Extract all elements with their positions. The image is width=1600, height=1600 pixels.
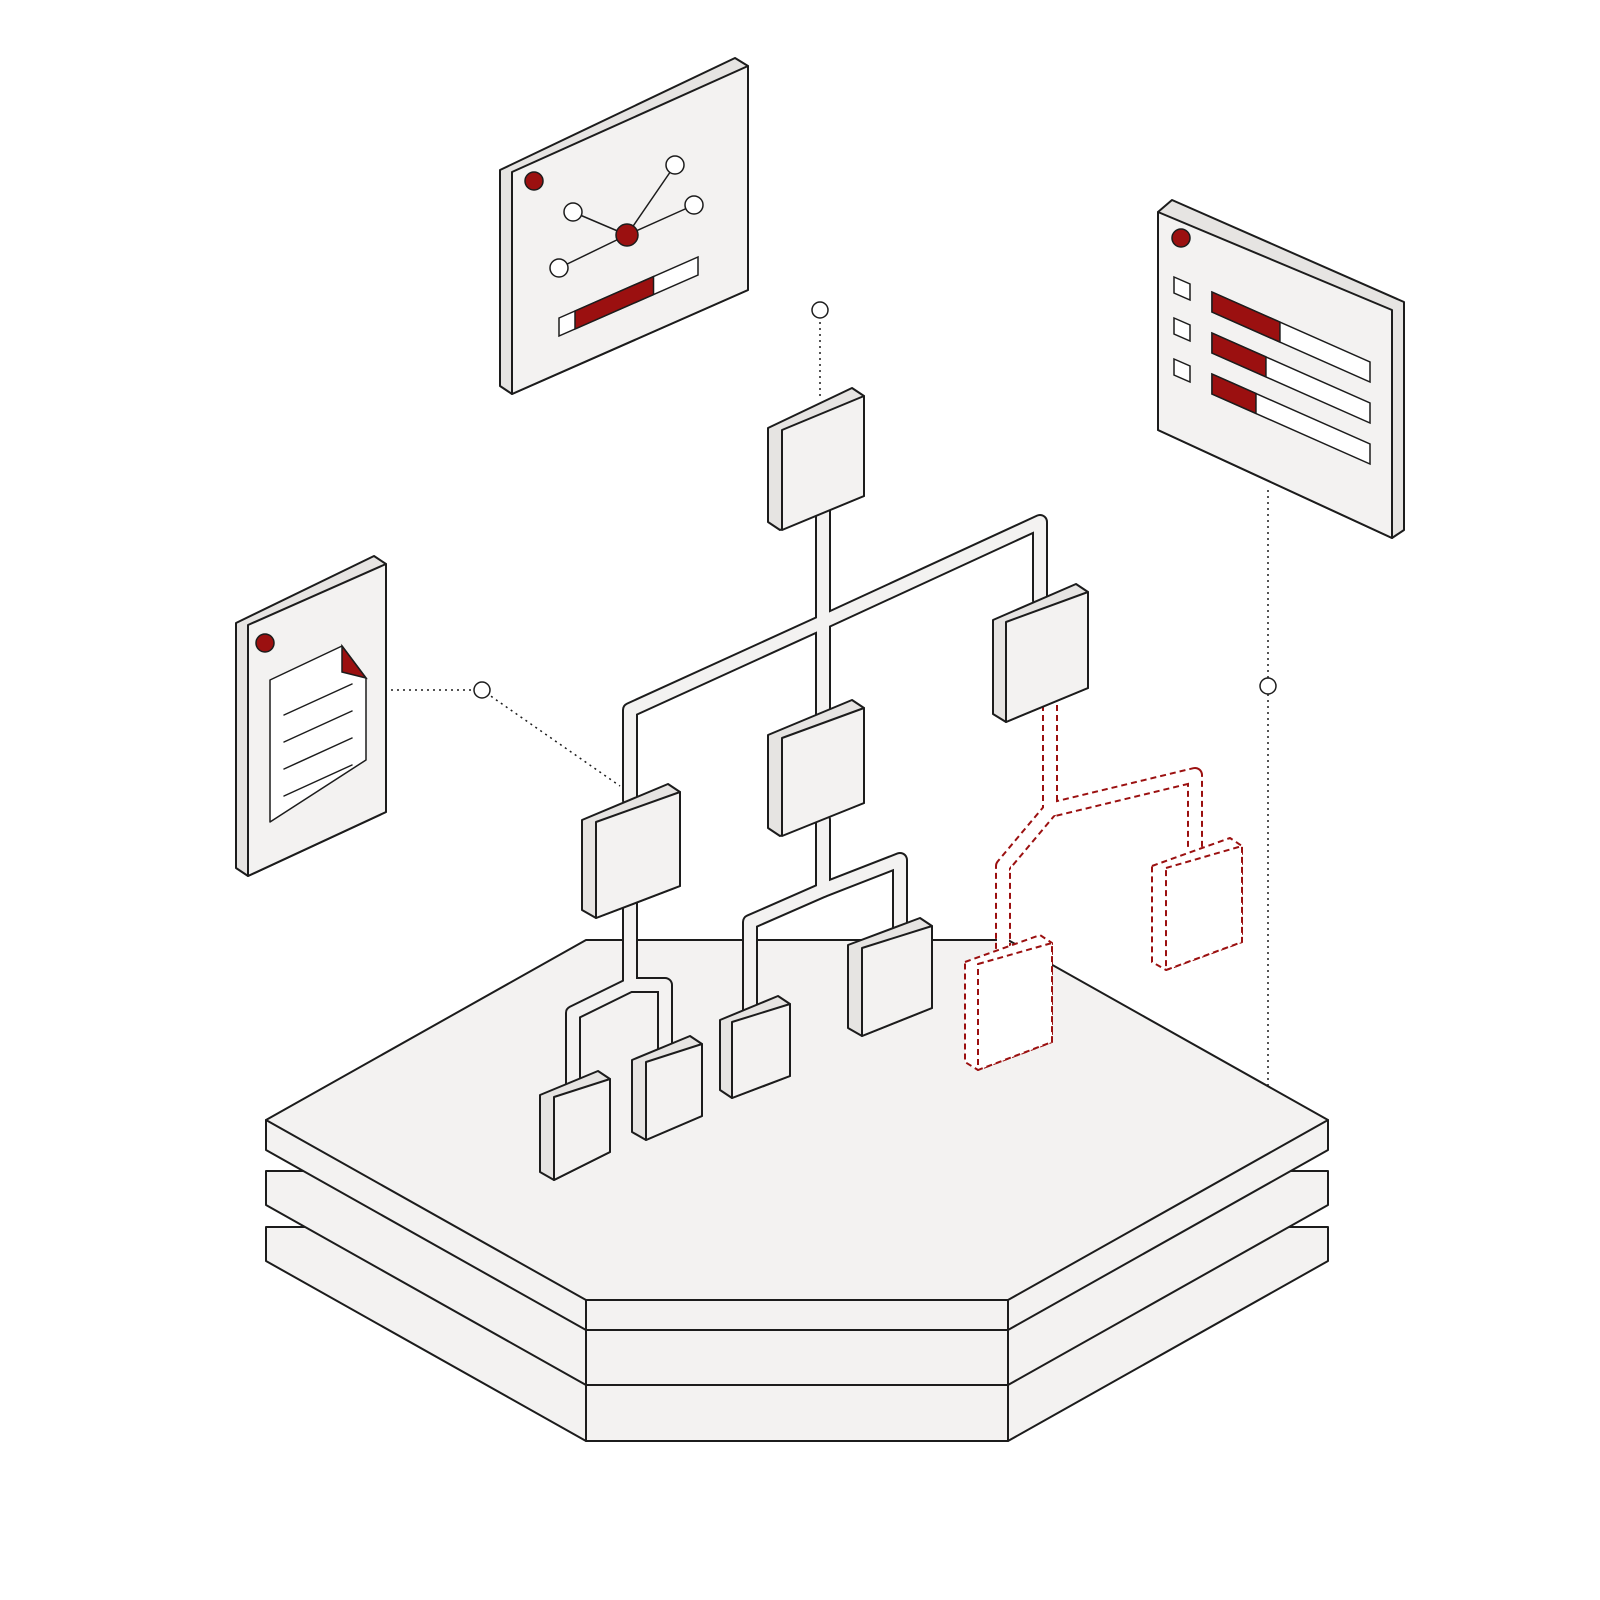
leaf-3[interactable] xyxy=(847,917,933,1037)
checklist-bar-fill xyxy=(1211,372,1257,415)
panel-checklist xyxy=(1157,199,1405,539)
ghost-node-1[interactable] xyxy=(964,934,1053,1071)
checklist-icon xyxy=(1173,275,1371,466)
status-dot-icon xyxy=(1171,228,1191,248)
status-dot-icon xyxy=(255,633,275,653)
checkbox-icon[interactable] xyxy=(1173,316,1191,343)
leader-left xyxy=(391,689,621,787)
platform-edges xyxy=(585,1299,1009,1442)
network-graph-icon xyxy=(549,155,704,278)
document-text-line xyxy=(283,764,353,797)
checkbox-icon[interactable] xyxy=(1173,357,1191,384)
document-text-line xyxy=(283,737,353,770)
network-progress-fill xyxy=(574,275,655,331)
anchor-right xyxy=(1259,677,1277,695)
anchor-left xyxy=(473,681,491,699)
node-right[interactable] xyxy=(992,583,1089,723)
network-progress-bar xyxy=(558,255,699,338)
leader-lines xyxy=(391,301,1277,1090)
document-text-line xyxy=(283,683,353,716)
leaf-2[interactable] xyxy=(631,1035,703,1141)
node-root[interactable] xyxy=(767,387,865,531)
node-left[interactable] xyxy=(581,783,681,919)
hierarchy-nodes xyxy=(539,387,1243,1181)
leaf-1[interactable] xyxy=(539,1070,611,1181)
document-text-line xyxy=(283,710,353,743)
document-icon xyxy=(269,643,368,823)
connector-pipes xyxy=(565,502,1048,1093)
platform-base xyxy=(265,939,1329,1442)
pending-connector xyxy=(995,705,1203,950)
status-dot-icon xyxy=(524,171,544,191)
checklist-bar-fill xyxy=(1211,290,1281,344)
checklist-bar-fill xyxy=(1211,331,1267,379)
anchor-top xyxy=(811,301,829,319)
leaf-4[interactable] xyxy=(719,995,791,1099)
checkbox-icon[interactable] xyxy=(1173,275,1191,302)
panel-document xyxy=(235,555,387,877)
panel-network xyxy=(499,57,749,395)
ghost-node-2[interactable] xyxy=(1151,837,1243,971)
node-center[interactable] xyxy=(767,699,865,837)
